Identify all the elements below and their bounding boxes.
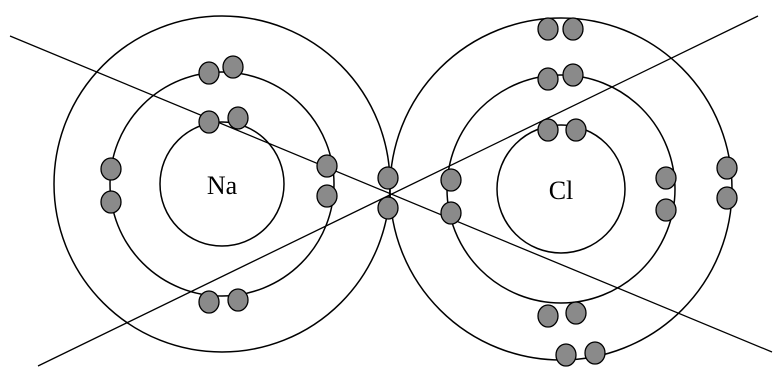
na-middle-electron — [100, 157, 122, 181]
cl-middle-electron — [655, 198, 677, 222]
cl-middle-electron — [537, 67, 559, 91]
cl-middle-electron — [440, 201, 462, 225]
cl-middle-electron — [655, 166, 677, 190]
na-middle-electron — [198, 61, 220, 85]
cl-middle-electron — [565, 301, 587, 325]
na-atom: Na — [53, 15, 391, 353]
cl-outer-electron — [716, 186, 738, 210]
cl-outer-electron — [555, 343, 577, 367]
na-nucleus-label: Na — [207, 171, 238, 200]
na-middle-electron — [222, 55, 244, 79]
na-middle-electron — [198, 290, 220, 314]
cl-middle-electron — [537, 304, 559, 328]
shared-electron — [377, 166, 399, 190]
cl-inner-electron — [565, 118, 587, 142]
bond-electron-pair — [377, 166, 399, 220]
na-inner-electron — [227, 106, 249, 130]
cl-outer-electron — [537, 17, 559, 41]
cl-middle-electron — [440, 168, 462, 192]
na-inner-electron — [198, 110, 220, 134]
na-middle-electron — [100, 190, 122, 214]
na-middle-shell — [109, 71, 335, 297]
shared-electron — [377, 196, 399, 220]
na-inner-shell — [159, 121, 285, 247]
cross-lines — [9, 15, 773, 367]
na-middle-electron — [227, 288, 249, 312]
cl-outer-electron — [716, 156, 738, 180]
cross-line-ascending — [37, 15, 759, 367]
cl-middle-electron — [562, 63, 584, 87]
na-middle-electron — [316, 154, 338, 178]
cl-inner-electron — [537, 118, 559, 142]
cl-atom: Cl — [389, 17, 738, 367]
cl-outer-electron — [584, 341, 606, 365]
cl-outer-electron — [562, 17, 584, 41]
na-middle-electron — [316, 184, 338, 208]
cl-inner-shell — [496, 124, 626, 254]
cl-nucleus-label: Cl — [549, 176, 574, 205]
